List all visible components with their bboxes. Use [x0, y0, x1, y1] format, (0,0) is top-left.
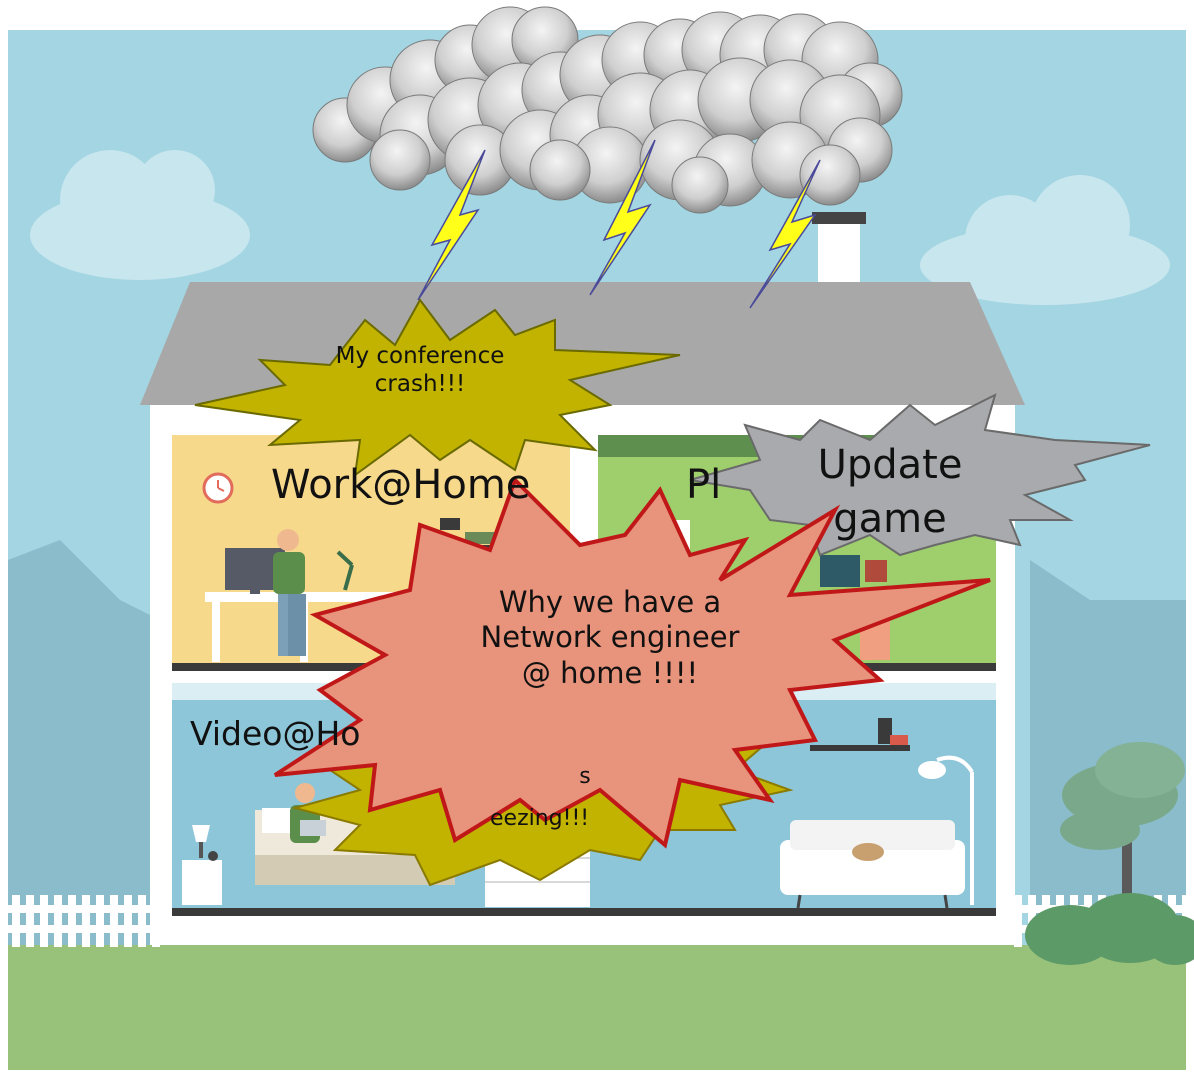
- wall-shelf: [810, 718, 910, 751]
- fence-left: [8, 895, 163, 947]
- fence-picket: [110, 895, 118, 947]
- floor-lower: [172, 908, 996, 916]
- bushes: [1025, 893, 1194, 965]
- fence-picket: [124, 895, 132, 947]
- cloud-puff: [369, 129, 431, 191]
- fence-picket: [12, 895, 20, 947]
- background-cloud-left: [30, 150, 250, 280]
- fence-picket: [68, 895, 76, 947]
- burst-update-text: Update game: [817, 442, 963, 542]
- fence-picket: [96, 895, 104, 947]
- burst-network-text: Why we have a Network engineer @ home !!…: [480, 585, 740, 690]
- person-at-desk: [273, 529, 306, 656]
- tree: [1060, 742, 1185, 905]
- grass: [8, 945, 1186, 1070]
- play-room-title: Pl: [686, 462, 722, 508]
- clock-icon: [202, 472, 234, 504]
- cloud-puff: [799, 144, 861, 206]
- burst-video-partial-top: s: [579, 764, 591, 789]
- cloud-puff: [671, 156, 729, 214]
- chimney: [818, 215, 860, 290]
- burst-conference-crash: [194, 298, 681, 478]
- cloud-puff: [529, 139, 591, 201]
- fence-picket: [138, 895, 146, 947]
- fence-picket: [82, 895, 90, 947]
- lightning-bolt-middle: [589, 139, 656, 296]
- burst-network-engineer: [273, 476, 991, 849]
- burst-update-game: [689, 393, 1151, 557]
- person-with-laptop: [290, 783, 326, 843]
- lightning-bolt-left: [417, 149, 486, 301]
- video-room-title: Video@Ho: [190, 714, 361, 753]
- work-room-title: Work@Home: [271, 462, 531, 508]
- fence-picket: [54, 895, 62, 947]
- lightning-bolt-right: [749, 159, 821, 309]
- sofa: [780, 820, 965, 909]
- background-cloud-right: [920, 175, 1170, 305]
- lightning-bolts: [417, 139, 821, 309]
- floor-lamp: [918, 755, 974, 905]
- burst-video-partial-bottom: eezing!!!: [490, 806, 590, 831]
- desk-lamp: [336, 550, 354, 591]
- burst-conference-text: My conference crash!!!: [335, 343, 505, 398]
- nightstand: [182, 825, 222, 905]
- fence-picket: [40, 895, 48, 947]
- fence-picket: [1014, 895, 1022, 947]
- distant-hills: [8, 540, 160, 950]
- storm-cloud: [312, 6, 903, 214]
- fence-picket: [26, 895, 34, 947]
- roof: [140, 282, 1025, 405]
